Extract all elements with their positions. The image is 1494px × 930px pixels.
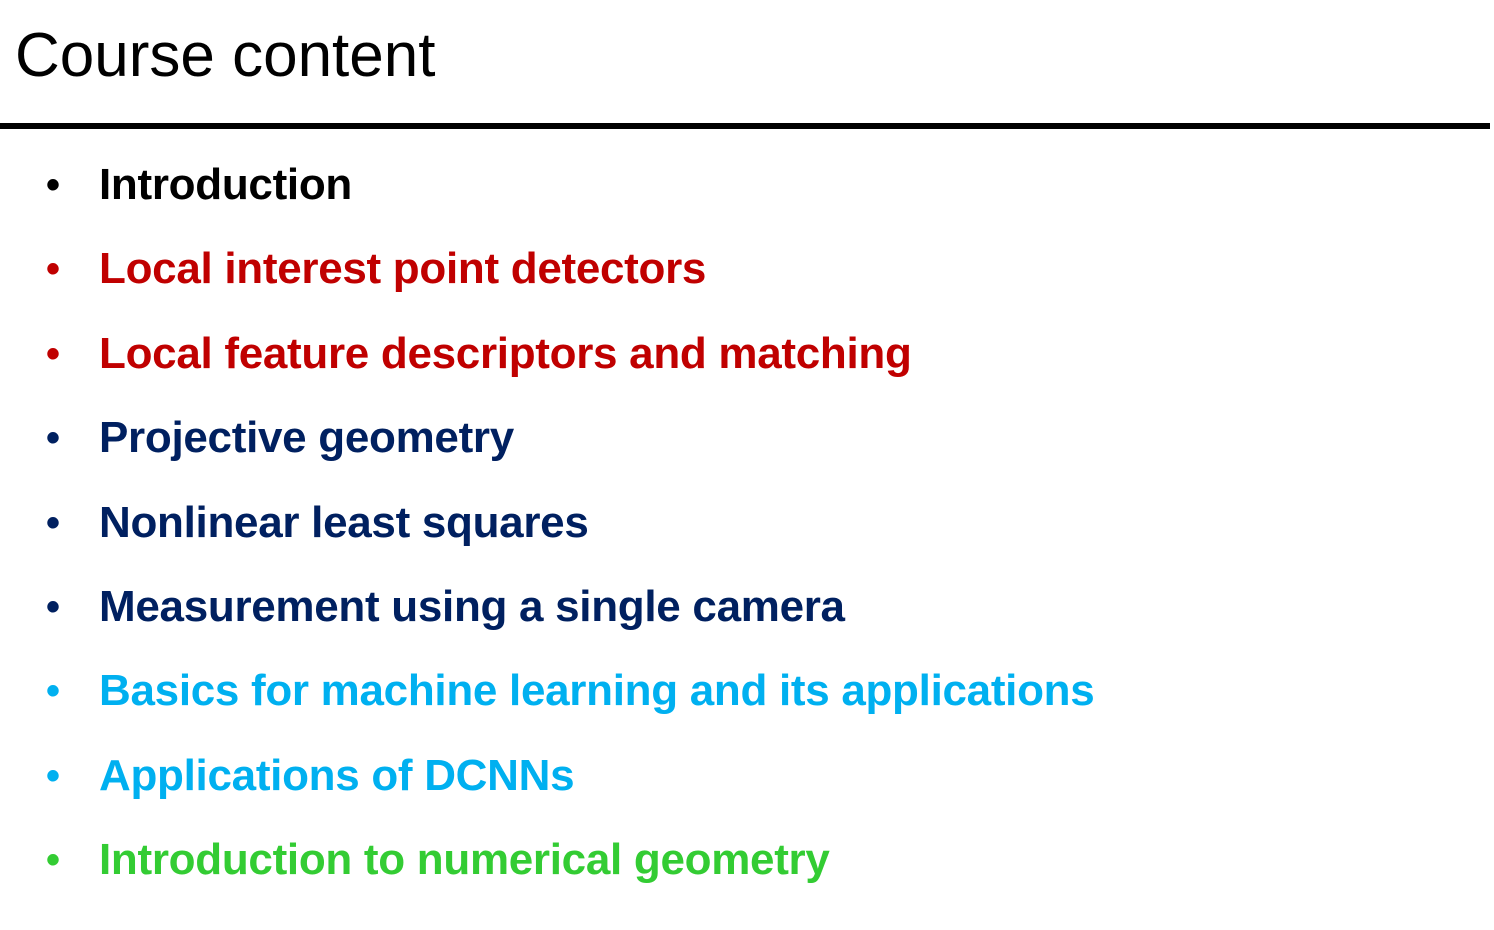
bullet-icon: • bbox=[46, 416, 61, 461]
bullet-icon: • bbox=[46, 331, 61, 376]
bullet-icon: • bbox=[46, 500, 61, 545]
title-divider bbox=[0, 123, 1490, 129]
topic-label: Measurement using a single camera bbox=[99, 581, 845, 631]
topic-label: Projective geometry bbox=[99, 413, 514, 463]
topic-label: Local interest point detectors bbox=[99, 244, 707, 294]
topic-label: Introduction bbox=[99, 160, 353, 209]
topic-label: Local feature descriptors and matching bbox=[99, 328, 912, 378]
topic-label: Applications of DCNNs bbox=[99, 750, 575, 800]
slide-title: Course content bbox=[15, 21, 436, 90]
topic-label: Introduction to numerical geometry bbox=[99, 835, 830, 885]
bullet-icon: • bbox=[46, 584, 61, 629]
bullet-icon: • bbox=[46, 838, 61, 883]
bullet-icon: • bbox=[46, 669, 61, 714]
bullet-icon: • bbox=[46, 247, 61, 292]
topic-label: Basics for machine learning and its appl… bbox=[99, 666, 1095, 716]
bullet-icon: • bbox=[46, 163, 61, 207]
topic-label: Nonlinear least squares bbox=[99, 497, 589, 547]
bullet-icon: • bbox=[46, 753, 61, 798]
